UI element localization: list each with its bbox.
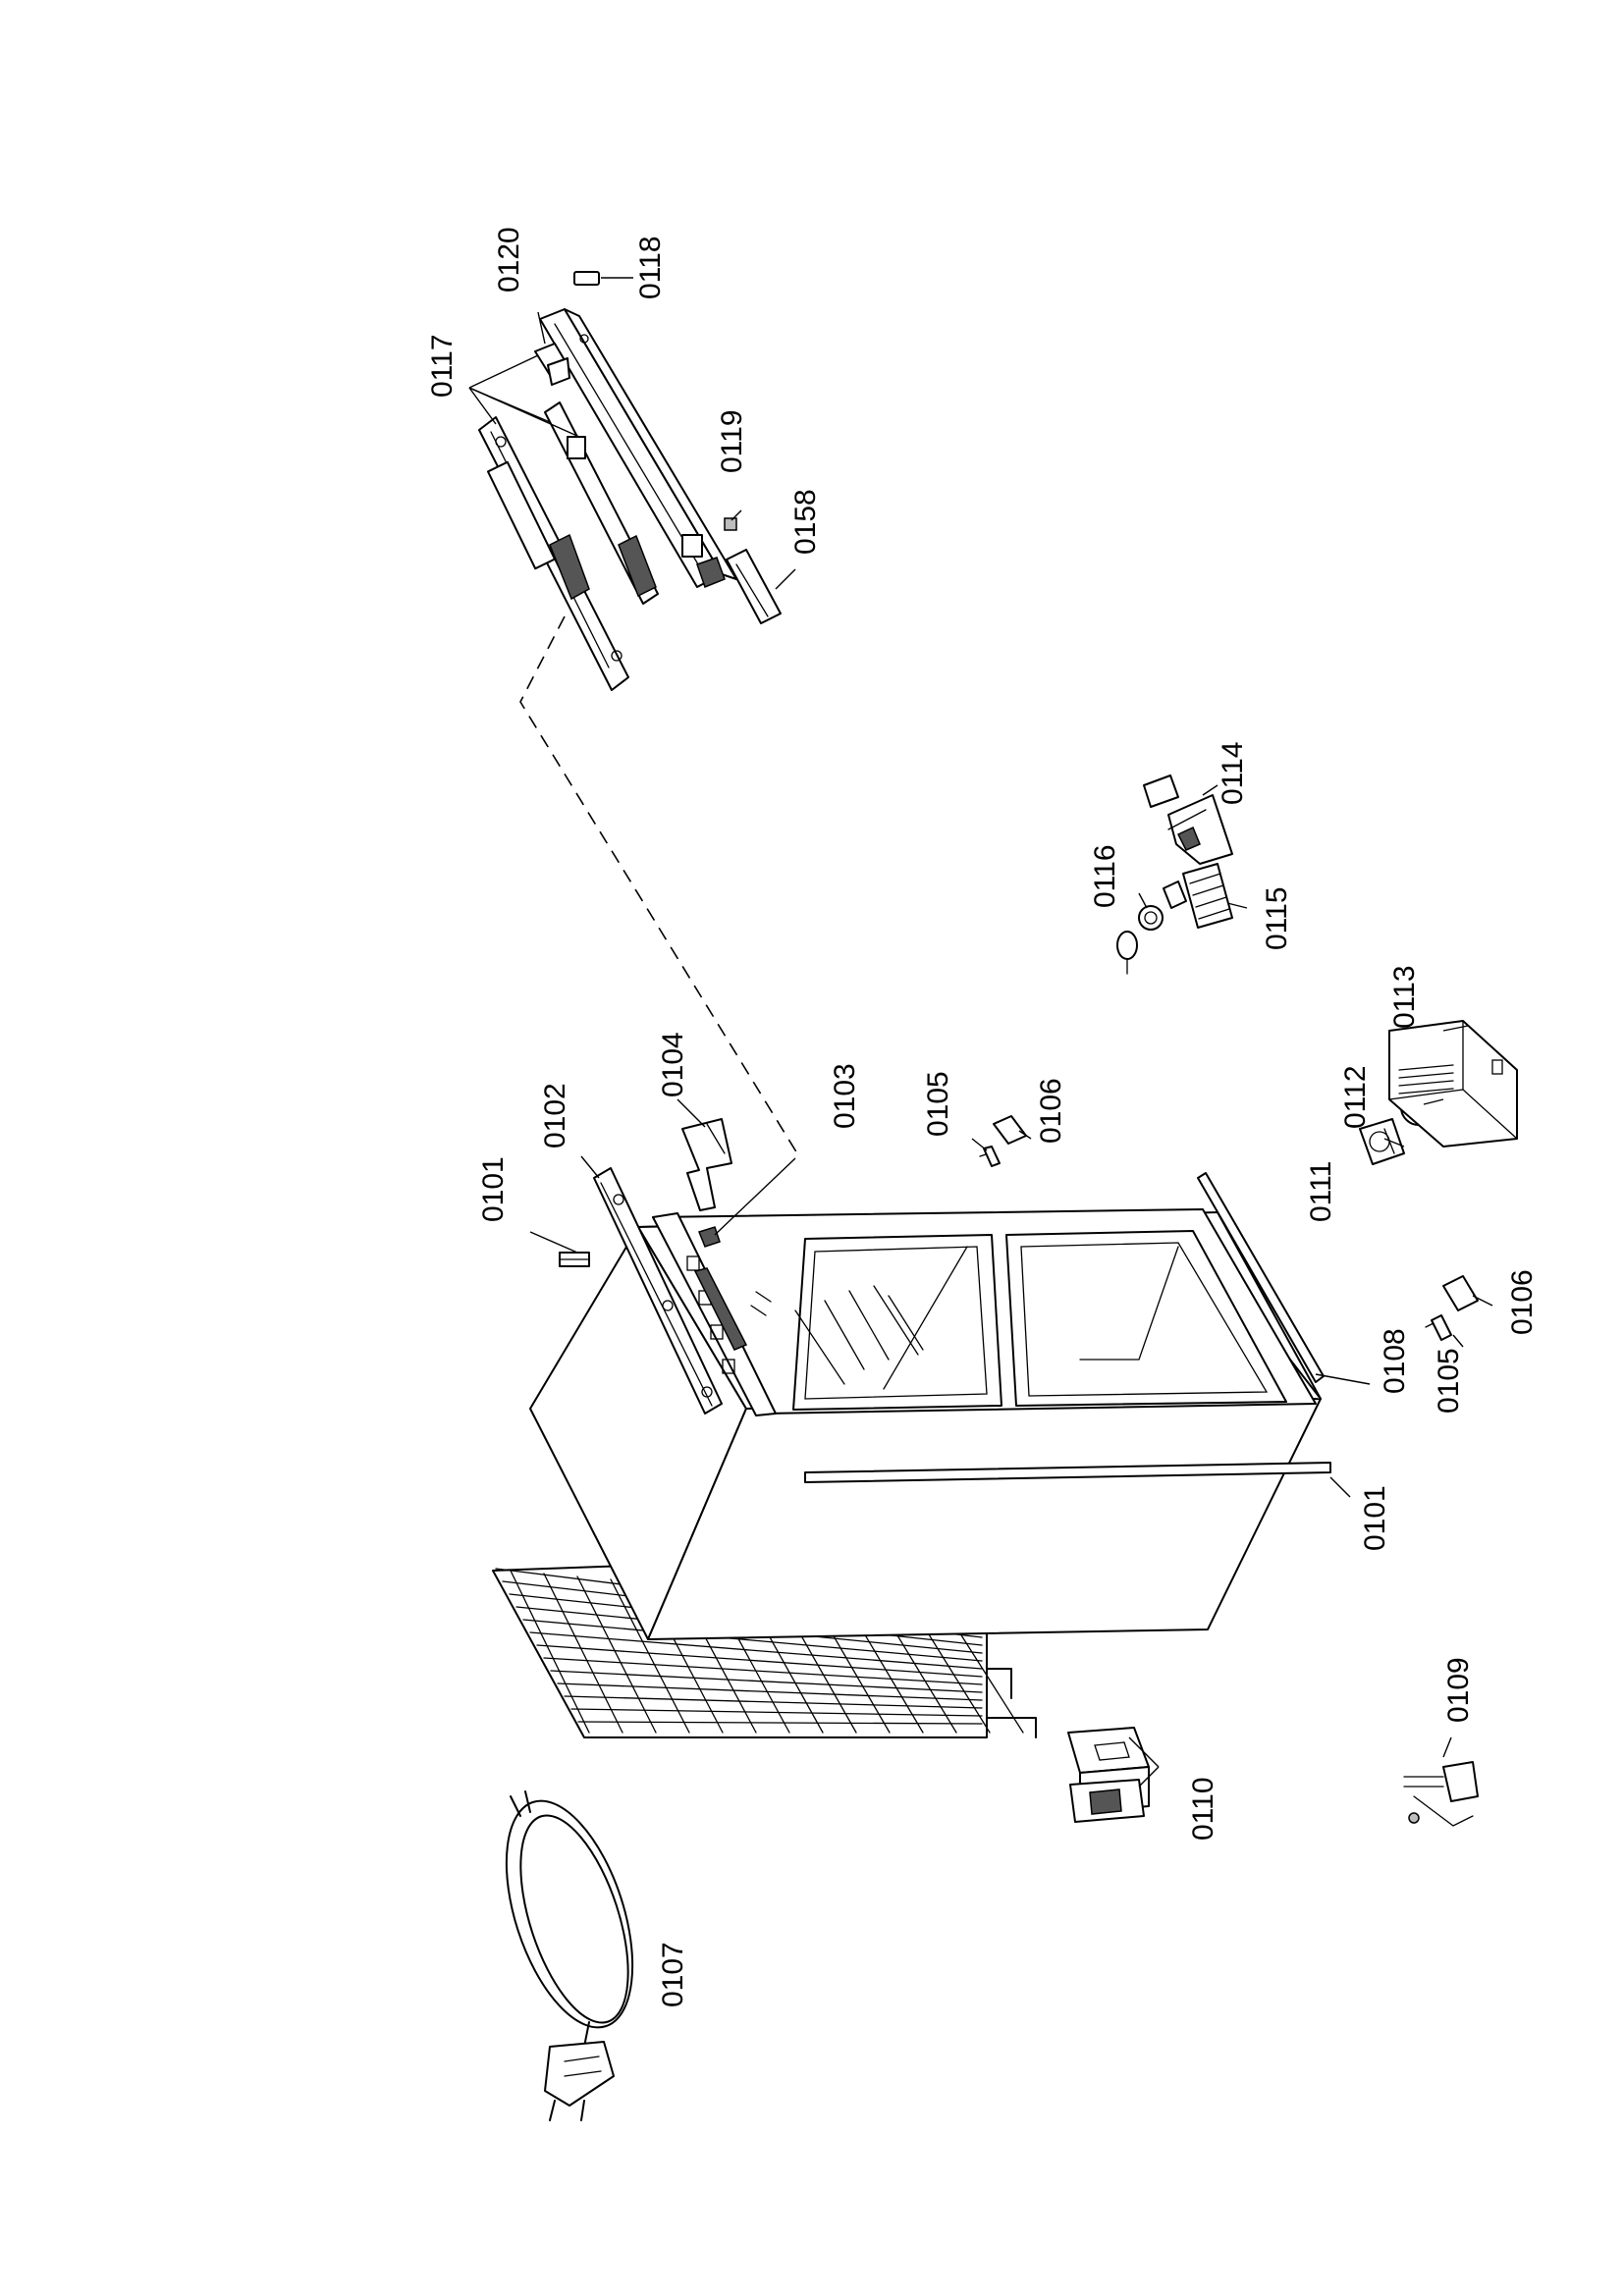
label-0120: 0120	[493, 227, 525, 293]
label-0158: 0158	[789, 489, 822, 555]
label-0101-upper: 0101	[477, 1156, 510, 1222]
label-0105-upper: 0105	[922, 1071, 954, 1137]
part-0102-top-rail	[593, 1167, 723, 1415]
part-labels: 0101 0102 0104 0103 0105 0106 0111 0112 …	[426, 227, 1539, 2007]
assembly-dashed-line	[519, 615, 801, 1159]
label-0111: 0111	[1305, 1161, 1337, 1222]
part-0103-bracket	[698, 1226, 721, 1248]
label-0107: 0107	[657, 1942, 689, 2007]
label-0115: 0115	[1261, 886, 1293, 950]
label-0106-upper: 0106	[1035, 1078, 1067, 1144]
label-0112: 0112	[1339, 1065, 1372, 1129]
label-0103: 0103	[829, 1063, 861, 1129]
label-0119: 0119	[716, 409, 748, 473]
label-0109: 0109	[1442, 1657, 1475, 1723]
part-0104-hinge	[681, 1118, 732, 1211]
part-0105-upper	[979, 1146, 1001, 1167]
label-0117: 0117	[426, 334, 459, 398]
part-0101-pin-upper	[559, 1252, 590, 1267]
label-0116: 0116	[1089, 844, 1121, 908]
part-0105-lower	[1425, 1314, 1452, 1341]
part-0120-knob	[534, 343, 570, 386]
part-0106-lower	[1442, 1275, 1479, 1311]
part-0106-upper	[993, 1115, 1027, 1145]
label-0101-lower: 0101	[1359, 1485, 1391, 1551]
part-0119-clip	[724, 517, 737, 531]
label-0106-lower: 0106	[1506, 1269, 1539, 1335]
part-0114-lamp-cover	[1143, 774, 1233, 865]
control-panel-assembly	[478, 308, 737, 691]
label-0105-lower: 0105	[1433, 1348, 1465, 1414]
part-0113-housing	[1388, 1020, 1518, 1148]
label-0110: 0110	[1187, 1777, 1219, 1841]
label-0113: 0113	[1388, 965, 1421, 1029]
refrigerator-cabinet	[529, 1208, 1331, 1640]
part-0109-sensor	[1403, 1761, 1479, 1827]
part-0158-cover	[726, 549, 782, 624]
part-0115-reflector	[1182, 863, 1233, 929]
label-0118: 0118	[634, 236, 667, 299]
label-0108: 0108	[1379, 1328, 1411, 1394]
part-0107-power-cord	[505, 1790, 634, 2121]
label-0104: 0104	[657, 1032, 689, 1097]
vent-grille	[1398, 1064, 1454, 1095]
part-0110-relay	[1067, 1727, 1150, 1823]
part-0116-bulb	[1116, 881, 1187, 975]
part-0118-cap	[573, 271, 600, 286]
label-0114: 0114	[1217, 741, 1249, 805]
label-0102: 0102	[539, 1083, 571, 1148]
leader-lines	[468, 277, 1493, 1788]
